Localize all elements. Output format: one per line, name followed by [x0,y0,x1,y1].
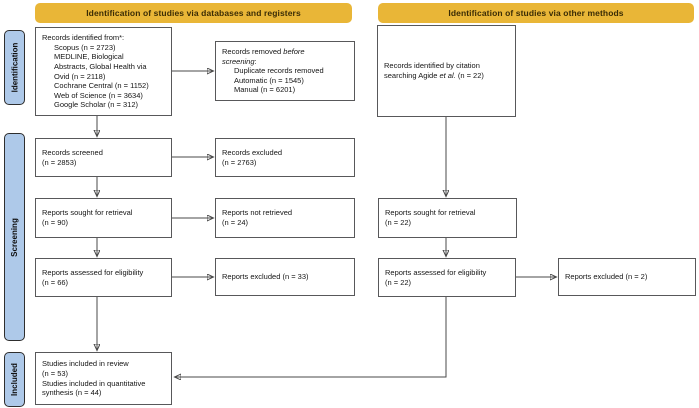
box-line: Reports assessed for eligibility [385,267,487,277]
box-line: (n = 53) [42,368,69,378]
box-line: Studies included in quantitative [42,378,146,388]
box-line: searching Agide et al. (n = 22) [384,71,484,80]
header-other-methods: Identification of studies via other meth… [378,3,694,23]
box-studies-included: Studies included in review (n = 53) Stud… [35,352,172,405]
sidebar-identification: Identification [4,30,25,105]
box-line: Records removed before [222,47,305,57]
box-line: Reports excluded (n = 33) [222,272,309,282]
box-records-identified-citation: Records identified by citation searching… [377,25,516,117]
sidebar-included-label: Included [10,363,20,396]
box-line: Reports excluded (n = 2) [565,272,648,282]
box-line: Web of Science (n = 3634) [54,90,143,100]
box-line: (n = 2763) [222,157,257,167]
box-line: Reports not retrieved [222,208,293,218]
box-line: Google Scholar (n = 312) [54,100,139,110]
box-line: Duplicate records removed [234,66,324,76]
box-line: Scopus (n = 2723) [54,42,116,52]
box-line: Reports assessed for eligibility [42,267,144,277]
box-records-screened: Records screened (n = 2853) [35,138,172,177]
sidebar-included: Included [4,352,25,407]
box-line: (n = 90) [42,218,69,227]
box-line: Records screened [42,147,103,157]
sidebar-identification-label: Identification [10,42,19,93]
box-line: Abstracts, Global Health via [54,61,147,71]
sidebar-screening: Screening [4,133,25,341]
box-reports-sought-retrieval: Reports sought for retrieval (n = 90) [35,198,172,238]
box-line: Records identified from*: [42,33,125,43]
box-reports-assessed-eligibility-other: Reports assessed for eligibility (n = 22… [378,258,516,297]
box-line: (n = 22) [385,218,412,227]
box-line: (n = 22) [385,277,412,287]
box-line: Ovid (n = 2118) [54,71,106,81]
box-line: synthesis (n = 44) [42,388,102,398]
box-line: Manual (n = 6201) [234,85,296,95]
box-reports-not-retrieved: Reports not retrieved (n = 24) [215,198,355,238]
box-line: Records identified by citation [384,61,480,71]
box-reports-excluded-2: Reports excluded (n = 2) [558,258,696,296]
box-line: Reports sought for retrieval [385,208,476,218]
sidebar-screening-label: Screening [10,217,19,257]
box-records-identified-databases: Records identified from*: Scopus (n = 27… [35,27,172,116]
box-reports-excluded-33: Reports excluded (n = 33) [215,258,355,296]
box-records-removed-before-screening: Records removed before screening: Duplic… [215,41,355,101]
box-line: (n = 2853) [42,157,77,167]
box-line: Records excluded [222,147,283,157]
box-line: Studies included in review [42,359,129,369]
box-line: Cochrane Central (n = 1152) [54,81,149,91]
box-line: Reports sought for retrieval [42,208,133,218]
box-line: Automatic (n = 1545) [234,75,304,85]
header-databases-registers: Identification of studies via databases … [35,3,352,23]
box-reports-sought-retrieval-other: Reports sought for retrieval (n = 22) [378,198,517,238]
box-line: screening: [222,56,257,66]
box-line: (n = 24) [222,218,249,227]
box-reports-assessed-eligibility: Reports assessed for eligibility (n = 66… [35,258,172,297]
box-line: (n = 66) [42,277,69,287]
box-records-excluded: Records excluded (n = 2763) [215,138,355,177]
box-line: MEDLINE, Biological [54,52,124,62]
